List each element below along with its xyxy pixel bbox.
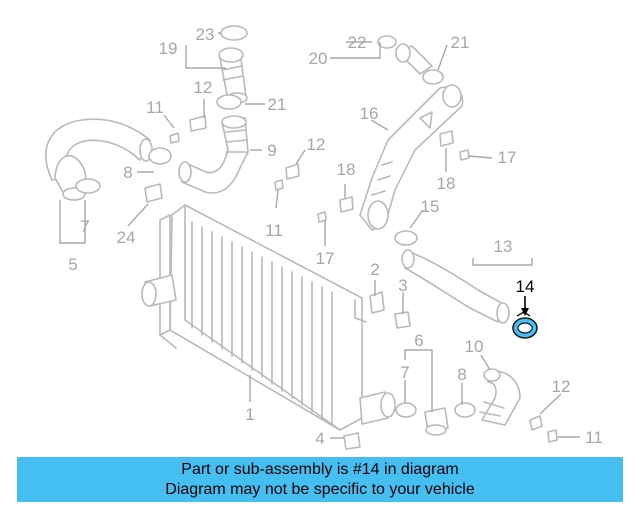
hose-10-part[interactable] (479, 368, 521, 426)
callout-18b: 18 (437, 174, 456, 193)
callout-5: 5 (68, 255, 77, 274)
callout-6: 6 (414, 331, 423, 350)
caption-bar: Part or sub-assembly is #14 in diagram D… (17, 457, 623, 502)
parts-diagram: 1 2 3 4 5 6 7 7 8 8 9 10 11 11 11 12 12 … (45, 25, 603, 450)
fastener-parts[interactable] (144, 115, 558, 450)
callout-22: 22 (348, 33, 367, 52)
callout-11b: 11 (265, 221, 283, 240)
callout-9: 9 (267, 141, 276, 160)
callout-12a: 12 (194, 78, 213, 97)
callout-24: 24 (117, 228, 136, 247)
callout-21b: 21 (451, 33, 470, 52)
callout-12b: 12 (307, 135, 326, 154)
callout-10: 10 (465, 337, 484, 356)
callout-labels: 1 2 3 4 5 6 7 7 8 8 9 10 11 11 11 12 12 … (68, 25, 603, 448)
callout-2: 2 (370, 260, 379, 279)
callout-11a: 11 (146, 98, 164, 117)
callout-13: 13 (494, 237, 513, 256)
callout-7b: 7 (400, 363, 409, 382)
callout-11c: 11 (585, 428, 603, 447)
callout-12c: 12 (552, 377, 571, 396)
callout-19: 19 (159, 39, 178, 58)
callout-14: 14 (516, 277, 535, 296)
callout-7a: 7 (80, 217, 89, 236)
pipe-16-part[interactable] (359, 84, 464, 231)
hose-13-part[interactable] (401, 249, 510, 324)
highlighted-clamp-14[interactable] (512, 311, 538, 339)
caption-line-1: Part or sub-assembly is #14 in diagram (181, 461, 459, 478)
hose-9-part[interactable] (178, 115, 249, 194)
sleeve-6-part[interactable] (424, 407, 449, 436)
callout-17a: 17 (316, 249, 335, 268)
callout-16: 16 (360, 104, 379, 123)
callout-20: 20 (309, 49, 328, 68)
callout-8a: 8 (123, 163, 132, 182)
callout-23: 23 (196, 25, 215, 44)
callout-3: 3 (398, 276, 407, 295)
callout-4: 4 (315, 429, 324, 448)
callout-8b: 8 (457, 365, 466, 384)
callout-15: 15 (421, 197, 440, 216)
leader-lines (59, 32, 580, 439)
intercooler-part[interactable] (141, 204, 396, 431)
caption-line-2: Diagram may not be specific to your vehi… (165, 481, 475, 498)
callout-1: 1 (245, 405, 254, 424)
callout-21a: 21 (268, 95, 287, 114)
callout-17b: 17 (498, 148, 517, 167)
pipe-20-part[interactable] (395, 43, 433, 75)
clamp-parts[interactable] (75, 25, 476, 418)
callout-18a: 18 (337, 160, 356, 179)
